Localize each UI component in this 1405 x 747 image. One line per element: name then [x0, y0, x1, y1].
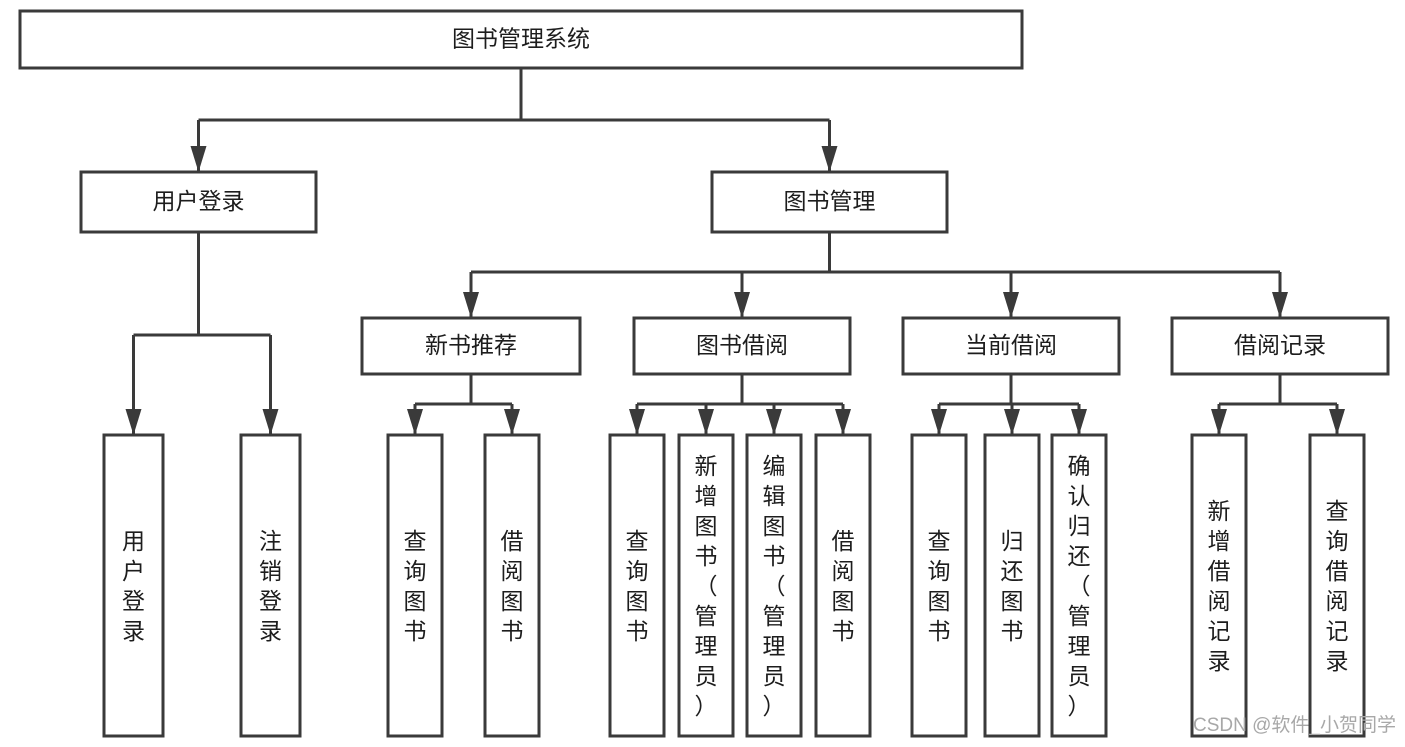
- node-box-book-manage: [710, 170, 949, 234]
- node-label-leaf-user-logout: 注销登录: [259, 528, 282, 644]
- arrow-head-icon: [835, 409, 851, 435]
- arrow-head-icon: [504, 409, 520, 435]
- node-box-leaf-user-logout: [239, 433, 302, 738]
- arrow-head-icon: [190, 146, 207, 172]
- node-nb-borrow[interactable]: 借阅图书: [483, 433, 541, 738]
- node-bb-add[interactable]: 新增图书（管理员）: [677, 433, 735, 738]
- node-root[interactable]: 图书管理系统: [18, 9, 1024, 70]
- node-label-bb-query: 查询图书: [626, 528, 649, 644]
- node-box-new-book-rec: [360, 316, 582, 376]
- arrow-head-icon: [1004, 409, 1020, 435]
- node-label-nb-query: 查询图书: [404, 528, 427, 644]
- node-box-leaf-user-login: [102, 433, 165, 738]
- arrow-head-icon: [407, 409, 423, 435]
- node-label-root: 图书管理系统: [452, 26, 590, 52]
- node-box-current-borrow: [901, 316, 1121, 376]
- node-current-borrow[interactable]: 当前借阅: [901, 316, 1121, 376]
- node-label-new-book-rec: 新书推荐: [425, 332, 517, 358]
- node-box-br-query: [1308, 433, 1366, 738]
- connector-layer: [125, 68, 1345, 435]
- node-box-br-add: [1190, 433, 1248, 738]
- node-label-cb-return: 归还图书: [1001, 528, 1024, 644]
- node-box-nb-borrow: [483, 433, 541, 738]
- node-label-br-add: 新增借阅记录: [1208, 498, 1231, 674]
- arrow-head-icon: [629, 409, 645, 435]
- node-box-bb-query: [608, 433, 666, 738]
- arrow-head-icon: [821, 146, 838, 172]
- node-new-book-rec[interactable]: 新书推荐: [360, 316, 582, 376]
- node-label-br-query: 查询借阅记录: [1326, 498, 1349, 674]
- arrow-head-icon: [698, 409, 714, 435]
- node-label-book-manage: 图书管理: [784, 188, 876, 214]
- node-box-bb-add: [677, 433, 735, 738]
- arrow-head-icon: [1211, 409, 1227, 435]
- node-label-user-login: 用户登录: [153, 188, 245, 214]
- node-book-manage[interactable]: 图书管理: [710, 170, 949, 234]
- node-cb-return[interactable]: 归还图书: [983, 433, 1041, 738]
- node-label-bb-edit: 编辑图书（管理员）: [763, 453, 786, 719]
- arrow-head-icon: [125, 409, 142, 435]
- arrow-head-icon: [1071, 409, 1087, 435]
- arrow-head-icon: [1329, 409, 1345, 435]
- node-leaf-user-login[interactable]: 用户登录: [102, 433, 165, 738]
- csdn-watermark: CSDN @软件_小贺同学: [1193, 714, 1396, 736]
- node-book-borrow[interactable]: 图书借阅: [632, 316, 852, 376]
- node-box-book-borrow: [632, 316, 852, 376]
- arrow-head-icon: [463, 292, 479, 318]
- node-nb-query[interactable]: 查询图书: [386, 433, 444, 738]
- node-user-login[interactable]: 用户登录: [79, 170, 318, 234]
- node-cb-confirm[interactable]: 确认归还（管理员）: [1050, 433, 1108, 738]
- node-br-query[interactable]: 查询借阅记录: [1308, 433, 1366, 738]
- node-box-root: [18, 9, 1024, 70]
- arrow-head-icon: [1003, 292, 1019, 318]
- node-box-user-login: [79, 170, 318, 234]
- node-borrow-record[interactable]: 借阅记录: [1170, 316, 1390, 376]
- node-box-bb-borrow: [814, 433, 872, 738]
- node-label-bb-add: 新增图书（管理员）: [695, 453, 718, 719]
- node-cb-query[interactable]: 查询图书: [910, 433, 968, 738]
- arrow-head-icon: [931, 409, 947, 435]
- arrow-head-icon: [1272, 292, 1288, 318]
- node-label-leaf-user-login: 用户登录: [122, 528, 145, 644]
- node-leaf-user-logout[interactable]: 注销登录: [239, 433, 302, 738]
- node-label-cb-query: 查询图书: [928, 528, 951, 644]
- node-label-bb-borrow: 借阅图书: [832, 528, 855, 644]
- node-label-borrow-record: 借阅记录: [1234, 332, 1326, 358]
- node-box-cb-return: [983, 433, 1041, 738]
- node-br-add[interactable]: 新增借阅记录: [1190, 433, 1248, 738]
- node-label-nb-borrow: 借阅图书: [501, 528, 524, 644]
- arrow-head-icon: [262, 409, 279, 435]
- node-label-cb-confirm: 确认归还（管理员）: [1068, 453, 1091, 719]
- node-box-bb-edit: [745, 433, 803, 738]
- node-box-cb-confirm: [1050, 433, 1108, 738]
- node-box-nb-query: [386, 433, 444, 738]
- node-label-current-borrow: 当前借阅: [965, 332, 1057, 358]
- node-box-cb-query: [910, 433, 968, 738]
- node-layer: 图书管理系统用户登录图书管理新书推荐图书借阅当前借阅借阅记录用户登录注销登录查询…: [18, 9, 1390, 738]
- node-label-book-borrow: 图书借阅: [696, 332, 788, 358]
- arrow-head-icon: [734, 292, 750, 318]
- node-bb-query[interactable]: 查询图书: [608, 433, 666, 738]
- arrow-head-icon: [766, 409, 782, 435]
- node-bb-edit[interactable]: 编辑图书（管理员）: [745, 433, 803, 738]
- node-bb-borrow[interactable]: 借阅图书: [814, 433, 872, 738]
- node-box-borrow-record: [1170, 316, 1390, 376]
